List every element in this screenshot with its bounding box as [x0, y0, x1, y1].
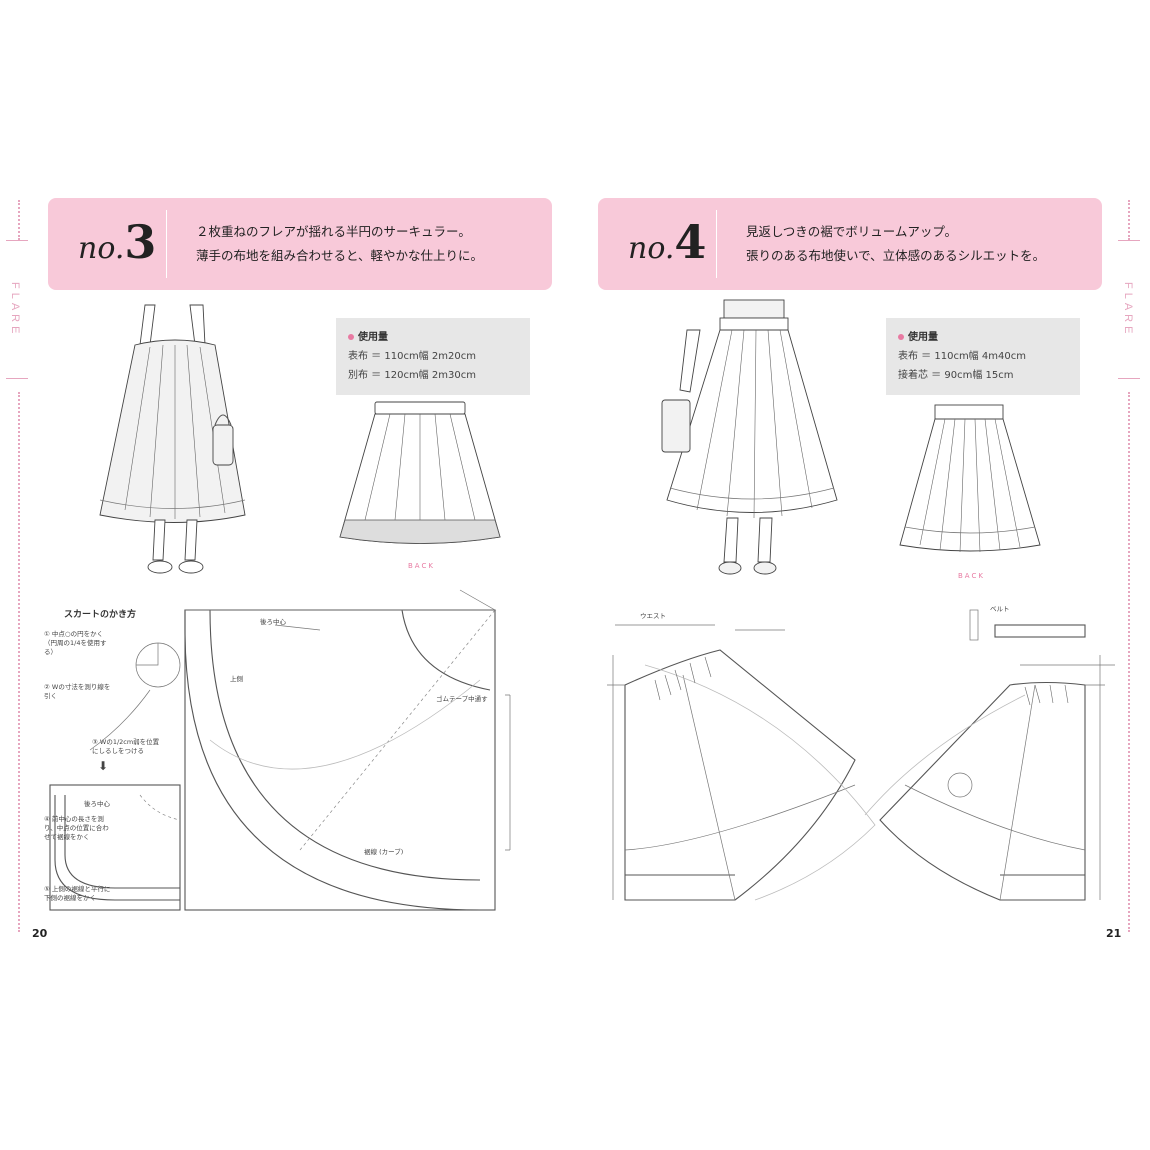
- left-page-number: 20: [32, 927, 48, 940]
- left-dotted-rule: [18, 200, 20, 240]
- left-pattern-draft: [184, 589, 511, 911]
- step-arrow: ⬇: [98, 759, 109, 773]
- pink-dot-icon: [898, 334, 904, 340]
- fabric-line: 表布 ＝ 110cm幅 2m20cm: [348, 351, 476, 362]
- steps-title: スカートのかき方: [64, 610, 137, 620]
- header-divider: [716, 210, 717, 278]
- fabric-line: 別布 ＝ 120cm幅 2m30cm: [348, 370, 476, 381]
- draft-label-upper: 上側: [230, 675, 243, 683]
- left-side-label: FLARE: [9, 282, 21, 338]
- lead-line: 張りのある布地使いで、立体感のあるシルエットを。: [746, 248, 1046, 263]
- right-issue-number: no.4: [628, 215, 706, 269]
- step-5: ⑤ 上側の裾線と平行に下側の裾線をかく: [44, 885, 111, 902]
- lead-line: 薄手の布地を組み合わせると、軽やかな仕上りに。: [196, 248, 484, 263]
- number-prefix: no.: [628, 231, 675, 266]
- fabric-line: 接着芯 ＝ 90cm幅 15cm: [898, 370, 1014, 381]
- step-1: ① 中点○の円をかく（円周の1/4を使用する）: [44, 630, 107, 656]
- step-3: ③ Wの1/2cm弱を位置にしるしをつける: [92, 738, 160, 755]
- draft-label-center-back: 後ろ中心: [260, 618, 286, 626]
- lead-line: 見返しつきの裾でボリュームアップ。: [746, 224, 958, 239]
- steps-mini-diagram: [49, 642, 181, 911]
- right-page-number: 21: [1106, 927, 1122, 940]
- draft-label-elastic: ゴムテープ中通す: [436, 695, 488, 703]
- left-fabric-box: 使用量 表布 ＝ 110cm幅 2m20cm 別布 ＝ 120cm幅 2m30c…: [336, 318, 530, 395]
- left-back-label: BACK: [408, 562, 435, 570]
- right-pattern-draft: [607, 609, 1115, 901]
- left-lead-text: ２枚重ねのフレアが揺れる半円のサーキュラー。 薄手の布地を組み合わせると、軽やか…: [196, 220, 483, 268]
- draft-label-waistband: ウエスト: [640, 612, 666, 620]
- step-4: ④ 前中心の長さを測り、中点の位置に合わせて裾線をかく: [44, 815, 109, 841]
- number-prefix: no.: [78, 231, 125, 266]
- fabric-title: 使用量: [908, 332, 938, 343]
- right-dotted-rule: [1128, 392, 1130, 932]
- draft-label-belt: ベルト: [990, 605, 1010, 613]
- lead-line: ２枚重ねのフレアが揺れる半円のサーキュラー。: [196, 224, 471, 239]
- left-issue-number: no.3: [78, 215, 156, 269]
- right-lead-text: 見返しつきの裾でボリュームアップ。 張りのある布地使いで、立体感のあるシルエット…: [746, 220, 1045, 268]
- left-margin-tick: [6, 240, 28, 241]
- pink-dot-icon: [348, 334, 354, 340]
- number-digit: 3: [124, 215, 157, 269]
- right-fabric-box: 使用量 表布 ＝ 110cm幅 4m40cm 接着芯 ＝ 90cm幅 15cm: [886, 318, 1080, 395]
- draft-label-back-center-small: 後ろ中心: [84, 800, 110, 808]
- right-header-band: [598, 198, 1102, 290]
- right-back-label: BACK: [958, 572, 985, 580]
- left-dotted-rule: [18, 392, 20, 932]
- right-dotted-rule: [1128, 200, 1130, 240]
- header-divider: [166, 210, 167, 278]
- right-margin-tick: [1118, 378, 1140, 379]
- right-side-label: FLARE: [1122, 282, 1134, 338]
- draft-label-hem: 裾線 (カーブ): [364, 848, 404, 856]
- fabric-title: 使用量: [358, 332, 388, 343]
- left-model-illustration: [99, 304, 246, 574]
- step-2: ② Wの寸法を測り線を引く: [44, 683, 111, 700]
- left-header-band: [48, 198, 552, 290]
- right-margin-tick: [1118, 240, 1140, 241]
- number-digit: 4: [674, 215, 707, 269]
- left-margin-tick: [6, 378, 28, 379]
- right-back-view-flat: [899, 404, 1041, 553]
- right-model-illustration: [661, 299, 838, 575]
- left-back-view-flat: [339, 401, 501, 544]
- fabric-line: 表布 ＝ 110cm幅 4m40cm: [898, 351, 1026, 362]
